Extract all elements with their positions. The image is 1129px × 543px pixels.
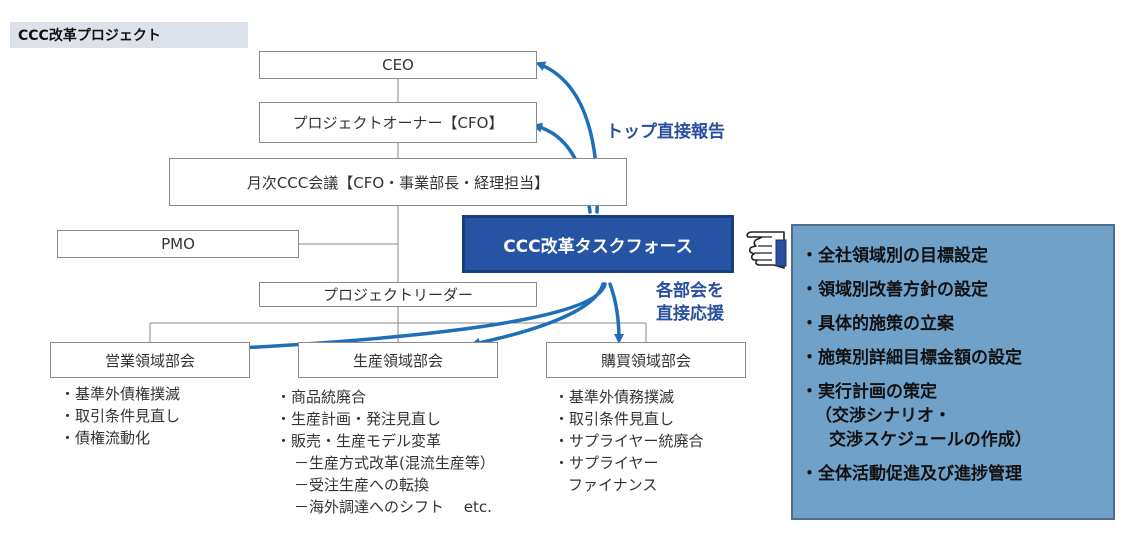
dept-sales-list: ・基準外債権撲滅 ・取引条件見直し ・債権流動化 (60, 383, 180, 449)
task-item: ・全社領域別の目標設定 (801, 246, 988, 266)
dept-sales-box: 営業領域部会 (50, 342, 250, 378)
list-item: ・基準外債務撲滅 (554, 388, 675, 406)
pointing-hand-icon (746, 231, 787, 269)
support-label-line2: 直接応援 (656, 304, 724, 324)
task-list-panel: ・全社領域別の目標設定 ・領域別改善方針の設定 ・具体的施策の立案 ・施策別詳細… (791, 224, 1115, 520)
task-item: 交渉スケジュールの作成） (829, 430, 1032, 450)
list-item: ・商品統廃合 (276, 388, 367, 406)
arrow-to-purchasing (608, 282, 624, 344)
dept-purchasing-box: 購買領域部会 (546, 342, 746, 378)
task-item: ・領域別改善方針の設定 (801, 280, 988, 300)
page-title: CCC改革プロジェクト (10, 22, 248, 48)
task-item: ・具体的施策の立案 (801, 314, 954, 334)
task-item: ・実行計画の策定 (801, 382, 937, 402)
list-item: ・サプライヤー (554, 454, 659, 472)
list-item: ・販売・生産モデル変革 (276, 432, 442, 450)
arrow-to-production (470, 282, 605, 348)
list-item: ファイナンス (568, 476, 658, 494)
list-item: ・サプライヤー統廃合 (554, 432, 704, 450)
list-item: ・取引条件見直し (554, 410, 675, 428)
list-item: ・基準外債権撲滅 (60, 385, 181, 403)
task-item: ・施策別詳細目標金額の設定 (801, 348, 1022, 368)
list-item: －生産方式改革(混流生産等） (294, 454, 495, 472)
project-leader-box: プロジェクトリーダー (259, 282, 537, 307)
list-item: ・生産計画・発注見直し (276, 410, 442, 428)
list-item: ・債権流動化 (60, 429, 151, 447)
support-label-line1: 各部会を (656, 281, 724, 301)
list-item: －受注生産への転換 (294, 476, 430, 494)
task-item: （交渉シナリオ・ (815, 406, 951, 426)
top-report-label: トップ直接報告 (606, 122, 725, 142)
list-item: ・取引条件見直し (60, 407, 181, 425)
list-item: －海外調達へのシフト etc. (294, 498, 492, 516)
dept-purchasing-list: ・基準外債務撲滅 ・取引条件見直し ・サプライヤー統廃合 ・サプライヤー ファイ… (554, 386, 704, 496)
monthly-meeting-box: 月次CCC会議【CFO・事業部長・経理担当】 (169, 158, 627, 206)
taskforce-box: CCC改革タスクフォース (462, 215, 734, 273)
ceo-box: CEO (259, 51, 537, 79)
dept-production-box: 生産領域部会 (298, 342, 498, 378)
task-item: ・全体活動促進及び進捗管理 (801, 464, 1022, 484)
dept-production-list: ・商品統廃合 ・生産計画・発注見直し ・販売・生産モデル変革 －生産方式改革(混… (276, 386, 495, 518)
project-owner-box: プロジェクトオーナー【CFO】 (259, 102, 537, 143)
pmo-box: PMO (57, 230, 299, 258)
